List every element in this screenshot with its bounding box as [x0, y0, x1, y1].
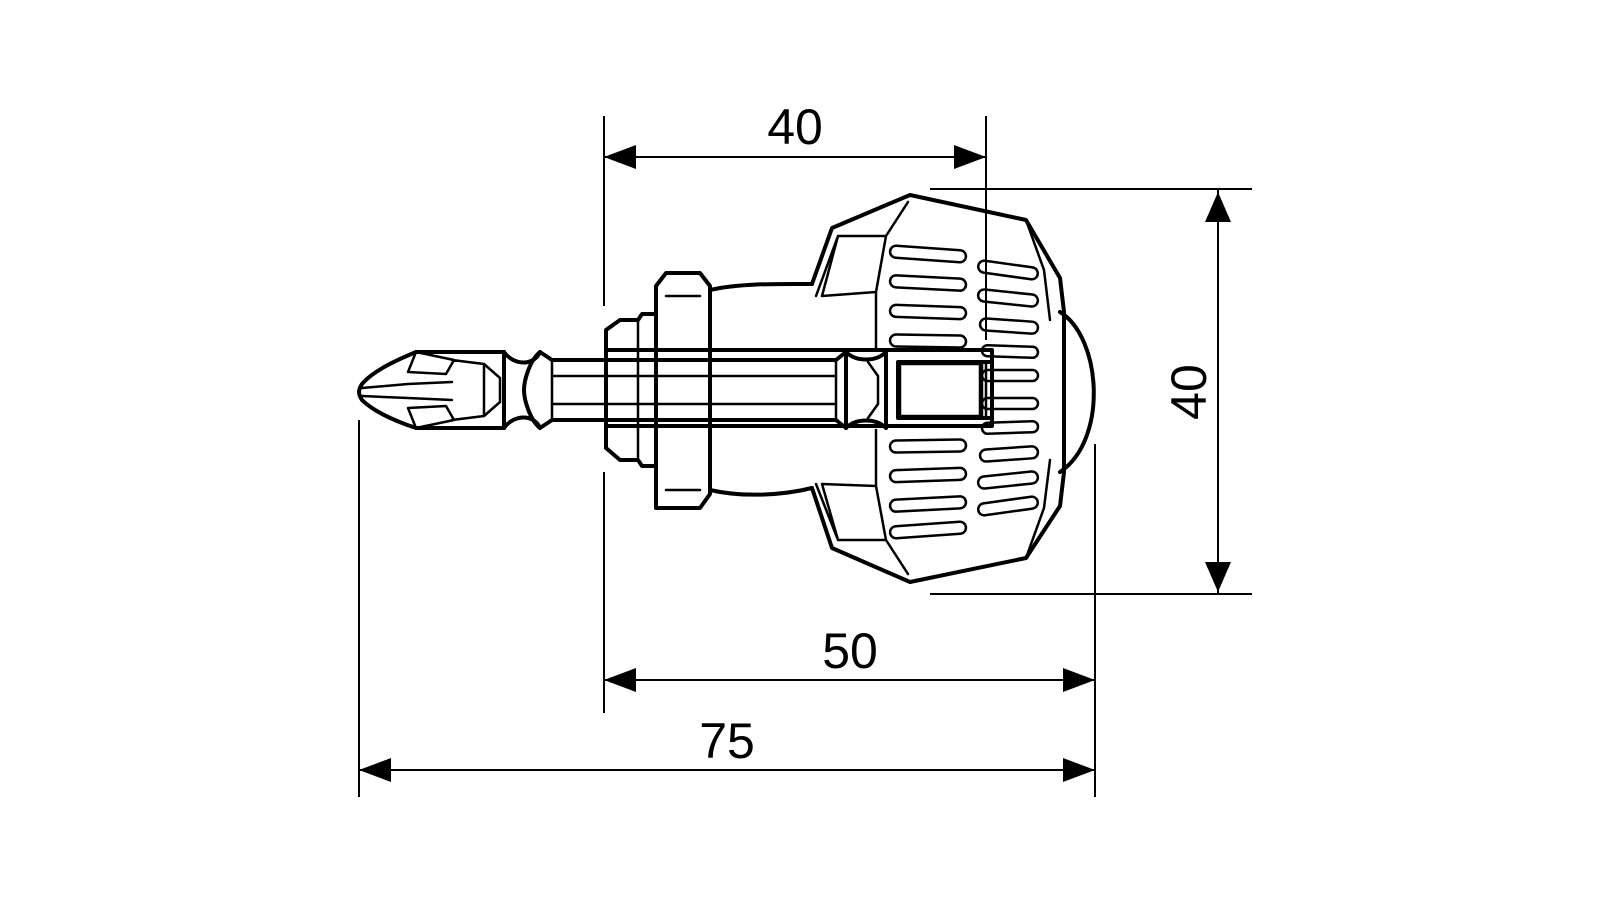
handle-bevel-upper	[814, 200, 1052, 352]
bit-groove-inner	[844, 350, 888, 430]
grip-slot	[976, 259, 1040, 281]
grip-slot	[888, 438, 968, 454]
bit-tip	[357, 350, 506, 430]
dimension-label-right: 40	[1161, 364, 1217, 420]
screwdriver	[357, 193, 1096, 584]
arrow-right-icon	[954, 145, 986, 169]
arrow-right-icon	[1063, 668, 1095, 692]
socket-cavity	[896, 360, 994, 420]
grip-slot	[888, 333, 968, 349]
dimension-label-top: 40	[767, 99, 823, 155]
grip-slot	[888, 466, 968, 484]
grip-slot	[976, 288, 1040, 308]
dimension-right-40: 40	[930, 188, 1252, 595]
arrow-left-icon	[604, 145, 636, 169]
handle-end-cap	[1058, 310, 1096, 474]
grip-slot	[888, 274, 968, 292]
arrow-right-icon	[1063, 758, 1095, 782]
collar-small	[604, 312, 658, 468]
grip-slot	[888, 520, 968, 540]
dimension-label-50: 50	[822, 623, 878, 679]
dimension-bottom-50: 50	[603, 444, 1096, 797]
handle-bevel-lower	[814, 428, 1052, 576]
socket-cavity-inner	[898, 362, 982, 418]
grip-slot	[888, 303, 968, 321]
grip-slot	[888, 495, 968, 513]
grip-slot	[888, 244, 968, 264]
handle-grip-outline	[810, 193, 1066, 584]
grip-slot	[980, 419, 1040, 436]
bit-neck-groove	[502, 350, 542, 430]
bit-groove-detail	[866, 360, 880, 420]
bit-shank	[522, 350, 848, 430]
bit-tip-flutes	[360, 350, 502, 430]
arrow-down-icon	[1205, 562, 1231, 592]
collar-large	[654, 271, 712, 510]
dimension-bottom-75: 75	[358, 420, 1095, 797]
dimension-top-40: 40	[603, 99, 987, 340]
arrow-up-icon	[1205, 192, 1231, 222]
arrow-left-icon	[604, 668, 636, 692]
grip-slot	[978, 445, 1040, 463]
grip-slot	[976, 470, 1040, 490]
arrow-left-icon	[359, 758, 391, 782]
grip-slots-lower	[888, 396, 1040, 540]
dimension-label-75: 75	[699, 713, 755, 769]
grip-slot	[978, 317, 1040, 335]
grip-slot	[976, 495, 1040, 517]
handle-neck	[708, 281, 814, 497]
